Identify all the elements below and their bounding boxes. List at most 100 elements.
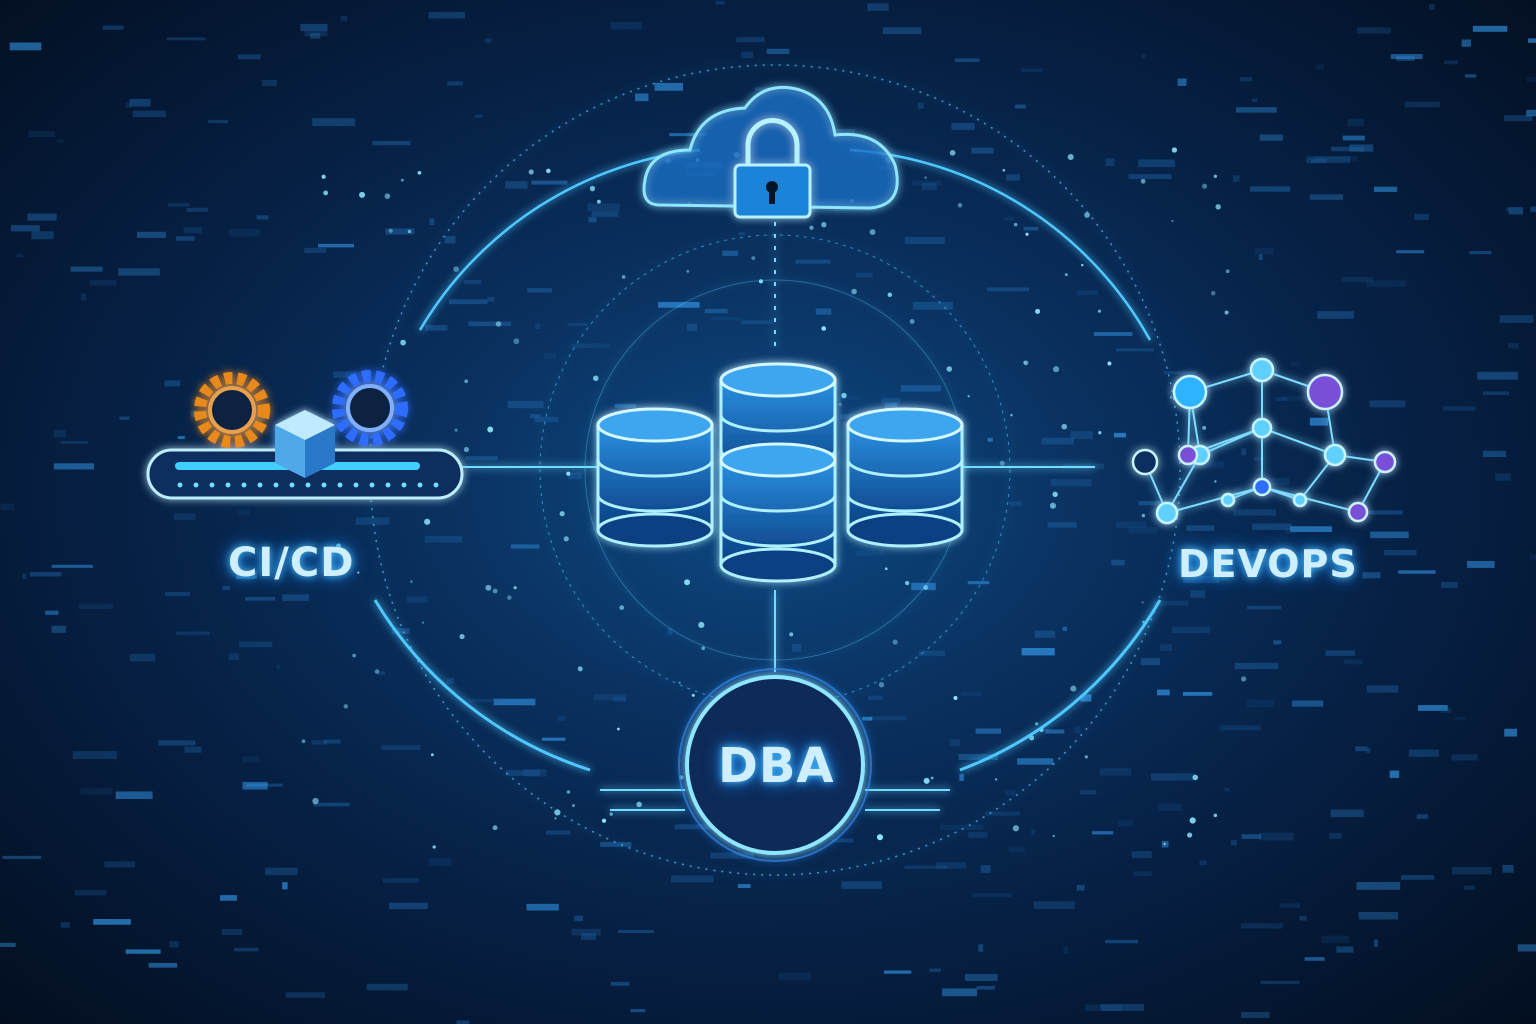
dba-node[interactable] bbox=[678, 668, 872, 862]
data-streak bbox=[31, 231, 54, 240]
data-streak bbox=[1317, 311, 1354, 319]
data-streak bbox=[1342, 277, 1374, 283]
data-streak bbox=[929, 968, 942, 973]
data-streak bbox=[1398, 570, 1436, 574]
data-streak bbox=[968, 831, 988, 838]
data-streak bbox=[446, 677, 455, 684]
glow-dot bbox=[424, 518, 431, 525]
data-streak bbox=[234, 947, 259, 952]
data-streak bbox=[1259, 134, 1283, 141]
glow-dot bbox=[1141, 601, 1144, 604]
data-streak bbox=[1356, 882, 1401, 890]
data-streak bbox=[1455, 716, 1467, 721]
pipeline-dot bbox=[209, 482, 215, 488]
glow-dot bbox=[559, 511, 565, 517]
data-streak bbox=[1325, 650, 1355, 656]
data-streak bbox=[836, 396, 861, 400]
data-streak bbox=[366, 983, 408, 991]
data-streak bbox=[544, 352, 557, 360]
data-streak bbox=[285, 992, 326, 998]
data-streak bbox=[464, 279, 482, 284]
data-streak bbox=[70, 266, 103, 272]
dba-label[interactable]: DBA bbox=[718, 738, 835, 794]
data-streak bbox=[1466, 560, 1495, 568]
glow-dot bbox=[930, 776, 934, 780]
data-streak bbox=[1314, 155, 1358, 161]
data-streak bbox=[1464, 74, 1477, 78]
glow-dot bbox=[619, 605, 625, 611]
data-streak bbox=[239, 641, 273, 648]
data-streak bbox=[855, 272, 873, 278]
data-streak bbox=[912, 180, 942, 186]
data-streak bbox=[529, 414, 541, 419]
data-streak bbox=[1309, 194, 1344, 200]
glow-dot bbox=[909, 319, 915, 325]
glow-dot bbox=[352, 653, 356, 658]
glow-dot bbox=[851, 288, 857, 295]
glow-dot bbox=[323, 190, 329, 196]
data-streak bbox=[385, 228, 415, 235]
data-streak bbox=[568, 472, 582, 480]
glow-dot bbox=[1187, 832, 1193, 838]
database-cylinder bbox=[846, 407, 964, 548]
data-streak bbox=[80, 293, 87, 301]
glow-dot bbox=[809, 225, 814, 230]
data-streak bbox=[1330, 809, 1364, 818]
data-streak bbox=[980, 865, 991, 873]
data-streak bbox=[1291, 700, 1324, 707]
data-streak bbox=[1336, 946, 1354, 953]
data-streak bbox=[942, 988, 977, 997]
data-streak bbox=[1247, 605, 1282, 610]
data-streak bbox=[1508, 207, 1524, 215]
data-streak bbox=[610, 22, 642, 30]
data-streak bbox=[1329, 832, 1342, 839]
data-streak bbox=[541, 737, 566, 741]
data-streak bbox=[687, 323, 698, 331]
data-streak bbox=[1254, 247, 1274, 255]
glow-dot bbox=[492, 825, 498, 831]
data-streak bbox=[778, 972, 812, 981]
data-streak bbox=[1009, 501, 1022, 506]
data-streak bbox=[658, 301, 700, 308]
data-streak bbox=[1190, 590, 1206, 598]
data-streak bbox=[1451, 866, 1492, 875]
glow-dot bbox=[1107, 361, 1112, 366]
data-streak bbox=[900, 385, 941, 392]
glow-dot bbox=[347, 555, 351, 560]
data-streak bbox=[1100, 1003, 1145, 1011]
data-streak bbox=[428, 11, 465, 19]
glow-dot bbox=[878, 682, 885, 688]
data-streak bbox=[456, 1020, 470, 1024]
data-streak bbox=[741, 320, 773, 325]
data-streak bbox=[467, 698, 503, 703]
glow-dot bbox=[924, 176, 927, 179]
data-streak bbox=[425, 325, 448, 331]
data-streak bbox=[22, 573, 27, 579]
data-streak bbox=[505, 181, 528, 189]
data-streak bbox=[246, 783, 283, 787]
data-streak bbox=[1526, 77, 1536, 82]
network-graph-icon bbox=[1131, 357, 1397, 525]
data-streak bbox=[102, 25, 124, 30]
data-streak bbox=[1182, 691, 1213, 696]
pipeline-dot bbox=[337, 482, 343, 488]
glow-dot bbox=[359, 191, 366, 198]
data-streak bbox=[881, 397, 900, 406]
data-streak bbox=[0, 503, 15, 511]
data-streak bbox=[971, 147, 994, 154]
data-streak bbox=[184, 746, 202, 753]
data-streak bbox=[954, 58, 980, 62]
data-streak bbox=[1504, 728, 1518, 737]
data-streak bbox=[1226, 550, 1267, 555]
glow-dot bbox=[949, 149, 956, 156]
glow-dot bbox=[407, 229, 412, 234]
glow-dot bbox=[343, 704, 349, 709]
data-streak bbox=[715, 1, 725, 5]
data-streak bbox=[1366, 685, 1399, 693]
glow-dot bbox=[609, 812, 613, 816]
data-streak bbox=[984, 811, 1021, 816]
data-streak bbox=[1343, 659, 1363, 665]
data-streak bbox=[1441, 581, 1458, 588]
data-streak bbox=[766, 48, 790, 54]
glow-dot bbox=[566, 471, 571, 476]
